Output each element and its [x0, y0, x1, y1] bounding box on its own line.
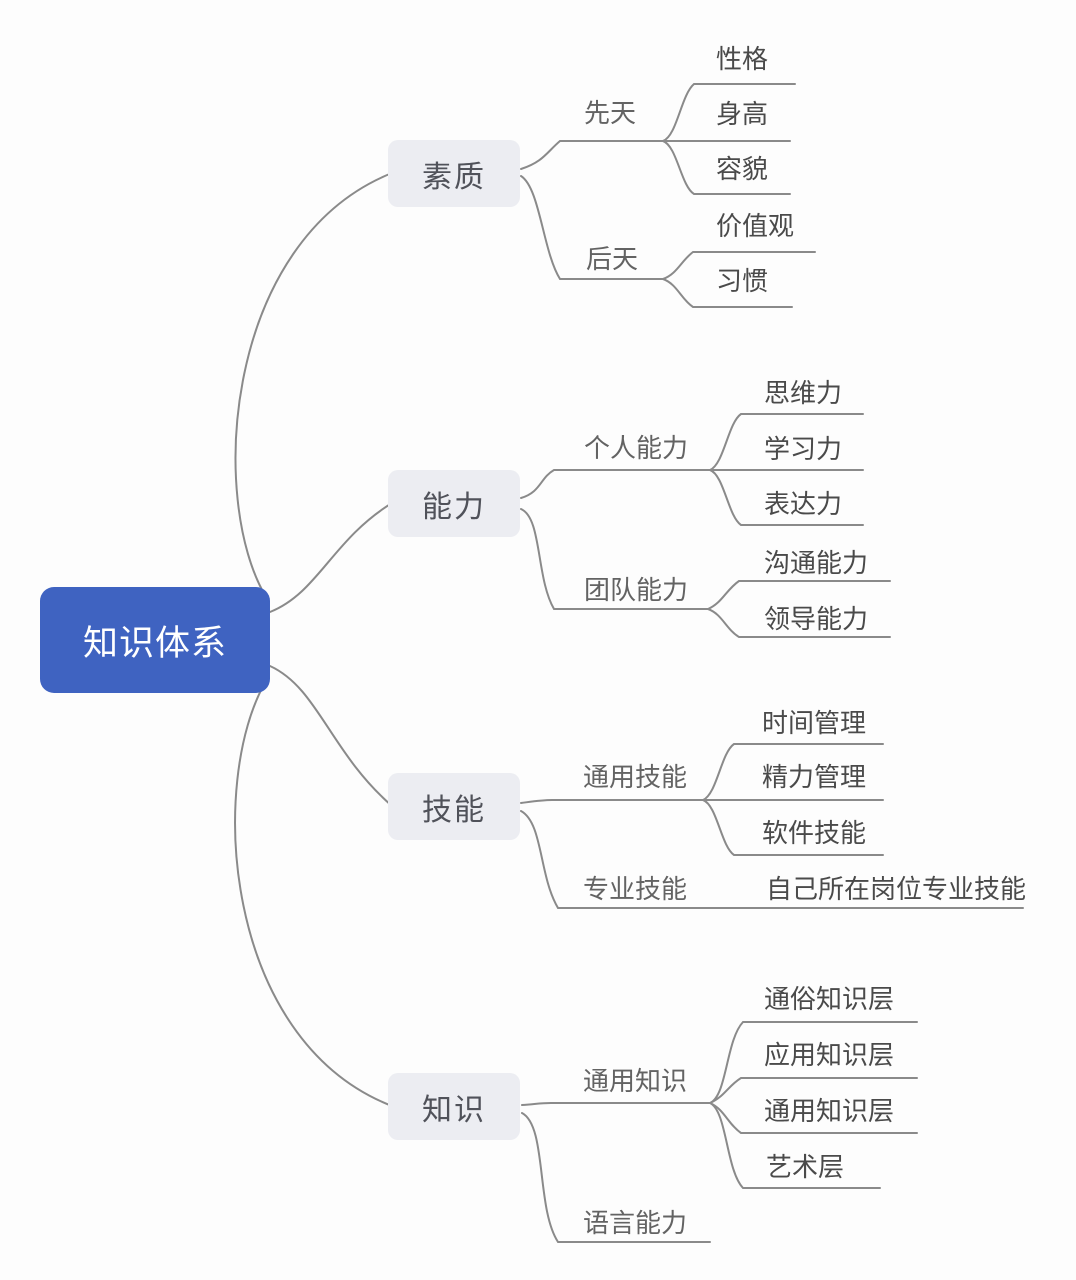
leaf-learning[interactable]: 学习力: [764, 435, 843, 465]
leaf-habit[interactable]: 习惯: [716, 267, 769, 297]
leaf-art-layer[interactable]: 艺术层: [766, 1153, 845, 1183]
branch-knowledge[interactable]: 知识: [388, 1073, 520, 1140]
subbranch-innate[interactable]: 先天: [584, 99, 637, 129]
edge-ability-personal: [520, 469, 711, 499]
edge-innate-appearance: [662, 140, 791, 195]
edge-quality-acquired: [520, 175, 664, 280]
leaf-general-knowledge-layer[interactable]: 通用知识层: [764, 1097, 895, 1127]
edge-ability-team: [520, 508, 709, 610]
edge-personal-expression: [709, 469, 864, 526]
subbranch-team-ability[interactable]: 团队能力: [584, 576, 689, 606]
edge-generalknowledge-art: [709, 1102, 881, 1189]
edge-knowledge-language: [521, 1112, 711, 1243]
branch-quality[interactable]: 素质: [388, 140, 520, 207]
edge-root-ability: [269, 502, 393, 613]
edge-root-knowledge: [234, 680, 393, 1107]
leaf-character[interactable]: 性格: [716, 45, 769, 75]
branch-ability[interactable]: 能力: [388, 470, 520, 537]
subbranch-general-knowledge[interactable]: 通用知识: [583, 1067, 688, 1097]
edge-acquired-habit: [662, 278, 793, 308]
edge-knowledge-general: [521, 1102, 711, 1106]
edge-innate-character: [662, 83, 796, 142]
leaf-values[interactable]: 价值观: [716, 212, 795, 242]
leaf-communication[interactable]: 沟通能力: [764, 549, 869, 579]
leaf-popular-knowledge-layer[interactable]: 通俗知识层: [764, 985, 895, 1015]
branch-skill[interactable]: 技能: [388, 773, 520, 840]
edge-acquired-values: [662, 251, 816, 280]
leaf-leadership[interactable]: 领导能力: [764, 605, 869, 635]
edge-quality-innate: [520, 140, 664, 170]
edge-root-quality: [234, 172, 393, 598]
leaf-job-professional-skill[interactable]: 自己所在岗位专业技能: [766, 875, 1027, 905]
leaf-time-management[interactable]: 时间管理: [762, 709, 867, 739]
edge-team-leadership: [707, 608, 891, 638]
leaf-height[interactable]: 身高: [716, 100, 769, 130]
edge-general-software: [702, 799, 884, 856]
subbranch-language-ability[interactable]: 语言能力: [583, 1209, 688, 1239]
edge-team-communication: [707, 580, 891, 610]
leaf-software-skill[interactable]: 软件技能: [762, 819, 867, 849]
leaf-appearance[interactable]: 容貌: [716, 155, 769, 185]
edge-generalknowledge-popular: [709, 1021, 918, 1104]
leaf-thinking[interactable]: 思维力: [764, 379, 843, 409]
subbranch-acquired[interactable]: 后天: [586, 245, 639, 275]
edge-root-skill: [269, 665, 393, 807]
edge-skill-general: [520, 799, 704, 804]
subbranch-general-skill[interactable]: 通用技能: [583, 763, 688, 793]
edge-skill-professional: [520, 810, 1024, 909]
edge-personal-thinking: [709, 413, 864, 471]
leaf-applied-knowledge-layer[interactable]: 应用知识层: [764, 1041, 895, 1071]
edge-generalknowledge-applied: [709, 1077, 918, 1104]
root-node[interactable]: 知识体系: [40, 587, 270, 693]
leaf-energy-management[interactable]: 精力管理: [762, 763, 867, 793]
subbranch-personal-ability[interactable]: 个人能力: [584, 434, 689, 464]
leaf-expression[interactable]: 表达力: [764, 490, 843, 520]
subbranch-professional-skill[interactable]: 专业技能: [583, 875, 688, 905]
edge-general-time: [702, 743, 884, 801]
